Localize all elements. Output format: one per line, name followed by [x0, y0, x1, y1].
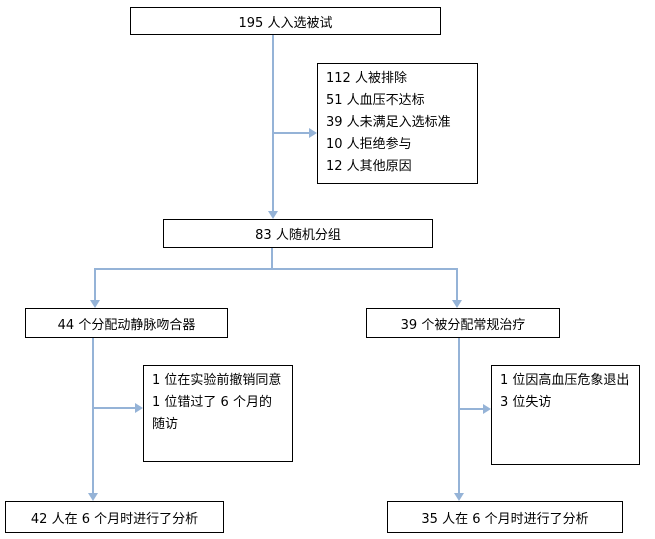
connector-to-exclusion	[273, 132, 311, 134]
connector-branch-left	[94, 268, 96, 302]
enrollment-box: 195 人入选被试	[130, 7, 441, 35]
randomization-label: 83 人随机分组	[255, 228, 341, 243]
exclusion-line-criteria: 39 人未满足入选标准	[326, 115, 451, 130]
randomization-box: 83 人随机分组	[163, 219, 433, 248]
connector-arm-right-to-analysis	[458, 338, 460, 494]
arrowhead-down-arm-left-icon	[90, 300, 100, 308]
dropout-left-line-withdrew: 1 位在实验前撤销同意	[152, 373, 282, 388]
arrowhead-right-exclusion-icon	[309, 128, 317, 138]
arm-left-label: 44 个分配动静脉吻合器	[57, 317, 196, 333]
dropout-right-box: 1 位因高血压危象退出 3 位失访	[491, 365, 640, 465]
connector-to-dropout-left	[93, 407, 135, 409]
arm-left-box: 44 个分配动静脉吻合器	[25, 308, 228, 338]
arrowhead-right-dropout-left-icon	[135, 403, 143, 413]
arrowhead-down-analysis-left-icon	[88, 493, 98, 501]
connector-branch-horizontal	[94, 268, 458, 270]
arrowhead-down-arm-right-icon	[452, 300, 462, 308]
dropout-left-box: 1 位在实验前撤销同意 1 位错过了 6 个月的随访	[143, 365, 293, 462]
exclusion-line-other: 12 人其他原因	[326, 159, 412, 174]
dropout-left-line-missed: 1 位错过了 6 个月的随访	[152, 395, 272, 432]
enrollment-label: 195 人入选被试	[238, 15, 333, 31]
dropout-right-line-lost: 3 位失访	[500, 395, 552, 410]
dropout-right-line-crisis: 1 位因高血压危象退出	[500, 373, 630, 388]
connector-enrollment-to-randomization	[272, 35, 274, 213]
arrowhead-down-analysis-right-icon	[454, 493, 464, 501]
analysis-left-box: 42 人在 6 个月时进行了分析	[5, 501, 224, 533]
exclusion-box: 112 人被排除 51 人血压不达标 39 人未满足入选标准 10 人拒绝参与 …	[317, 63, 478, 184]
connector-branch-right	[456, 268, 458, 302]
arrowhead-down-randomization-icon	[268, 211, 278, 219]
analysis-right-label: 35 人在 6 个月时进行了分析	[421, 511, 589, 527]
arm-right-box: 39 个被分配常规治疗	[366, 308, 560, 338]
arm-right-label: 39 个被分配常规治疗	[400, 317, 526, 333]
connector-randomization-stem	[271, 248, 273, 270]
connector-arm-left-to-analysis	[92, 338, 94, 494]
analysis-left-label: 42 人在 6 个月时进行了分析	[30, 511, 199, 527]
analysis-right-box: 35 人在 6 个月时进行了分析	[387, 501, 623, 533]
arrowhead-right-dropout-right-icon	[483, 404, 491, 414]
connector-to-dropout-right	[459, 408, 485, 410]
exclusion-line-total: 112 人被排除	[326, 71, 407, 86]
exclusion-line-refused: 10 人拒绝参与	[326, 137, 412, 152]
exclusion-line-bp: 51 人血压不达标	[326, 93, 425, 108]
